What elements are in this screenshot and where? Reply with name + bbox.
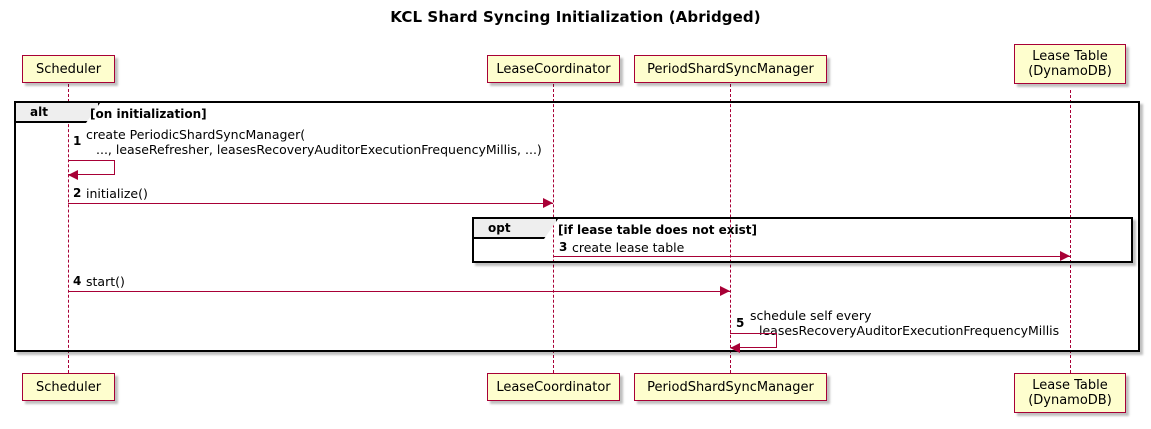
- participant-leasecoordinator-top[interactable]: LeaseCoordinator: [487, 55, 620, 83]
- message-4-arrowhead: [720, 286, 730, 296]
- message-4-label-line1: start(): [86, 274, 125, 289]
- message-1-label-line2: ..., leaseRefresher, leasesRecoveryAudit…: [96, 142, 542, 157]
- message-1-number: 1: [73, 134, 82, 148]
- message-1-self-loop: [68, 160, 115, 175]
- message-5-label-line1: schedule self every: [750, 308, 872, 323]
- message-3-arrowhead: [1060, 251, 1070, 261]
- message-3-line: [553, 256, 1070, 257]
- diagram-title: KCL Shard Syncing Initialization (Abridg…: [390, 8, 761, 26]
- message-1-arrowhead: [68, 170, 78, 180]
- fragment-opt: opt: [472, 217, 1133, 263]
- message-4-number: 4: [73, 274, 82, 288]
- message-5-number: 5: [736, 316, 745, 330]
- participant-label-line1: PeriodShardSyncManager: [647, 379, 814, 395]
- participant-label-line2: (DynamoDB): [1028, 64, 1112, 79]
- participant-scheduler-top[interactable]: Scheduler: [22, 55, 115, 83]
- message-1-label-line1: create PeriodicShardSyncManager(: [86, 127, 306, 142]
- participant-leasetable-top[interactable]: Lease Table (DynamoDB): [1014, 44, 1126, 84]
- message-2-label-line1: initialize(): [86, 186, 148, 201]
- participant-label-line1: LeaseCoordinator: [496, 379, 611, 395]
- participant-scheduler-bottom[interactable]: Scheduler: [22, 373, 115, 401]
- message-3-label-line1: create lease table: [572, 240, 685, 255]
- participant-periodshardsyncmanager-bottom[interactable]: PeriodShardSyncManager: [634, 373, 827, 401]
- lifeline-periodshardsyncmanager: [730, 84, 731, 373]
- message-2-line: [68, 203, 553, 204]
- message-5-self-loop: [730, 333, 777, 348]
- participant-label-line1: Scheduler: [35, 61, 102, 77]
- lifeline-scheduler: [68, 84, 69, 373]
- participant-label-line1: Scheduler: [35, 379, 102, 395]
- message-5-arrowhead: [730, 343, 740, 353]
- fragment-alt: alt: [14, 101, 1140, 352]
- participant-label-line1: Lease Table: [1032, 378, 1108, 393]
- message-5-label-line2: leasesRecoveryAuditorExecutionFrequencyM…: [759, 323, 1060, 338]
- message-3-number: 3: [559, 240, 568, 254]
- message-4-line: [68, 291, 730, 292]
- fragment-alt-guard: [on initialization]: [90, 107, 207, 121]
- participant-label-line1: Lease Table: [1032, 49, 1108, 64]
- participant-leasetable-bottom[interactable]: Lease Table (DynamoDB): [1014, 373, 1126, 413]
- message-2-number: 2: [73, 186, 82, 200]
- lifeline-leasecoordinator: [553, 84, 554, 373]
- lifeline-leasetable: [1070, 90, 1071, 373]
- fragment-alt-label: alt: [16, 103, 100, 123]
- fragment-opt-label: opt: [474, 219, 558, 239]
- participant-label-line1: LeaseCoordinator: [496, 61, 611, 77]
- participant-leasecoordinator-bottom[interactable]: LeaseCoordinator: [487, 373, 620, 401]
- fragment-opt-guard: [if lease table does not exist]: [558, 223, 758, 237]
- message-2-arrowhead: [543, 198, 553, 208]
- participant-periodshardsyncmanager-top[interactable]: PeriodShardSyncManager: [634, 55, 827, 83]
- participant-label-line1: PeriodShardSyncManager: [647, 61, 814, 77]
- participant-label-line2: (DynamoDB): [1028, 393, 1112, 408]
